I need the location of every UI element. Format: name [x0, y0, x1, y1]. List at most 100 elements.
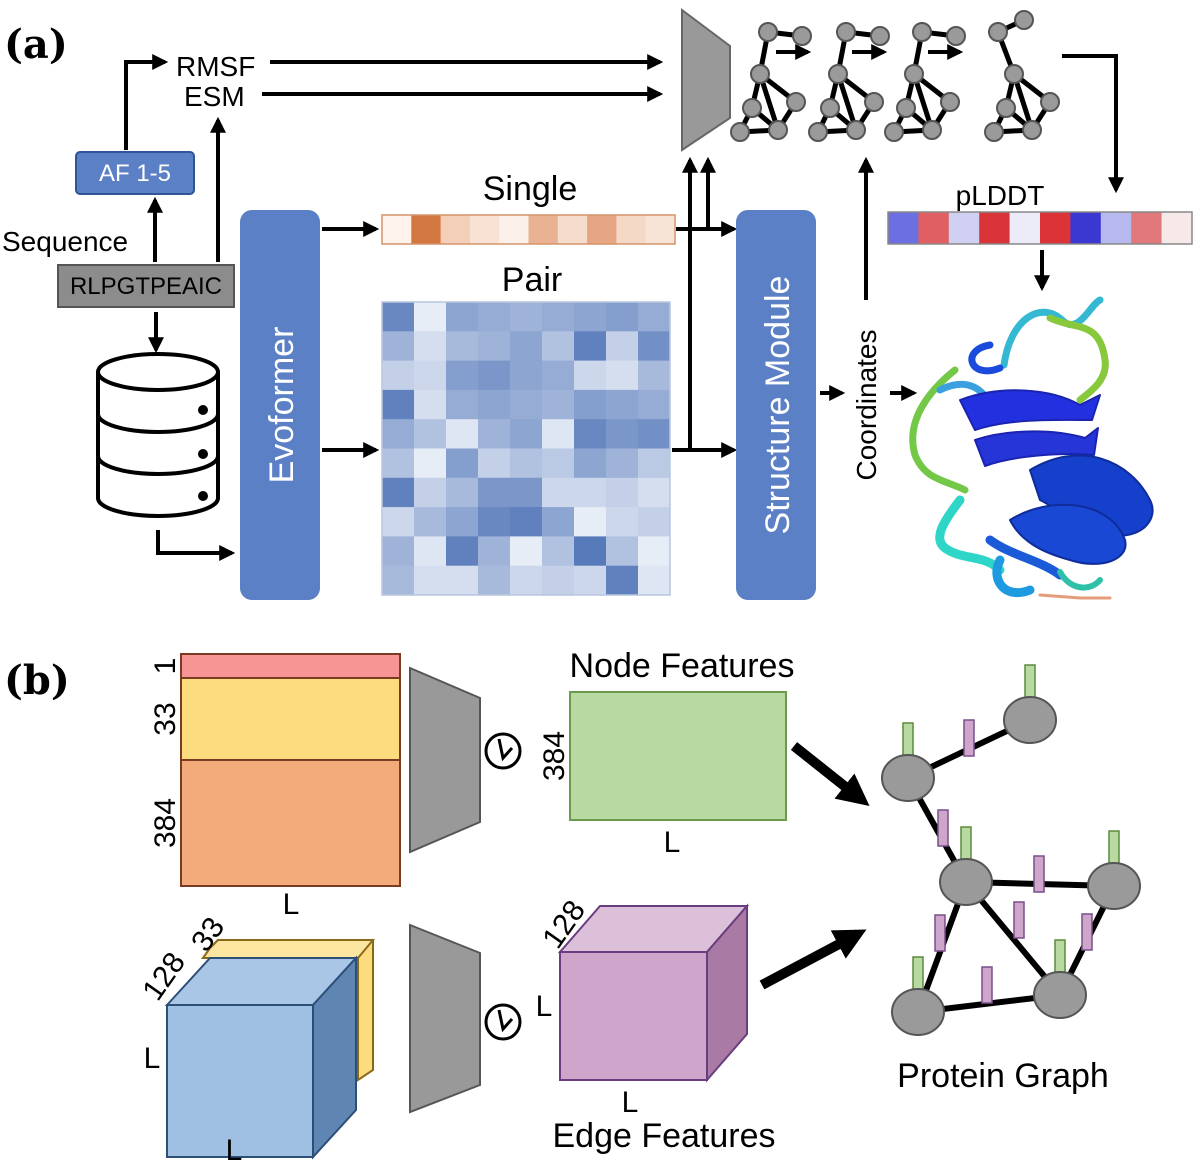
pair-cell: [542, 360, 575, 391]
pair-cell: [414, 477, 447, 508]
plddt-cell: [948, 212, 980, 244]
pair-matrix: [382, 302, 671, 596]
pair-cell: [478, 389, 511, 420]
single-cell: [469, 215, 500, 244]
stack-dim-1: 1: [149, 658, 182, 675]
pair-cell: [638, 536, 671, 567]
graph-node: [864, 92, 884, 112]
pair-cell: [446, 477, 479, 508]
pair-cell: [510, 448, 543, 479]
pair-cell: [510, 331, 543, 362]
edge-feature-bar: [981, 966, 993, 1004]
pair-cell: [382, 565, 415, 596]
single-cell: [557, 215, 588, 244]
plddt-cell: [1009, 212, 1041, 244]
gnn-encoder-a: [681, 8, 731, 152]
plddt-cell: [1040, 212, 1071, 244]
graph-node: [730, 122, 750, 142]
arrow-graph-to-plddt: [1062, 54, 1124, 194]
protein-structure-image: [909, 296, 1154, 600]
sequence-box: [57, 264, 235, 308]
clock-icon-edge: [484, 1003, 522, 1041]
pair-cell: [382, 507, 415, 537]
pair-cell: [638, 448, 671, 479]
pair-cell: [510, 389, 543, 420]
pair-cell: [382, 360, 415, 391]
rmsf-label: RMSF: [176, 51, 255, 82]
arrow-node-to-graph: [790, 742, 870, 806]
pair-cell: [478, 565, 511, 596]
panel-a-label: (a): [4, 21, 68, 68]
pair-cell: [638, 360, 671, 391]
single-label: Single: [483, 170, 578, 208]
pair-cell: [382, 448, 415, 479]
pair-cell: [574, 477, 607, 508]
pair-cell: [382, 331, 415, 362]
pair-cell: [446, 360, 479, 391]
sequence-label: Sequence: [2, 226, 128, 257]
af-text: AF 1-5: [99, 160, 171, 187]
pair-cell: [542, 389, 575, 420]
pair-cell: [510, 507, 543, 537]
pair-cell: [542, 507, 575, 537]
pair-cell: [606, 360, 639, 391]
pair-cell: [638, 419, 671, 449]
graph-node: [1004, 64, 1024, 84]
protein-graph-node: [1087, 862, 1141, 910]
pair-cell: [446, 302, 479, 332]
single-cell: [499, 215, 529, 244]
esm-label: ESM: [184, 81, 245, 112]
plddt-bar-border: [887, 211, 1193, 245]
pair-cell: [414, 507, 447, 537]
edge-feature-bar: [934, 914, 946, 952]
plddt-cell: [1161, 212, 1193, 244]
pair-cell: [414, 536, 447, 567]
single-bar-border: [381, 214, 676, 245]
sequence-text: RLPGTPEAIC: [70, 273, 222, 300]
pair-cell: [542, 565, 575, 596]
pair-cell: [574, 536, 607, 567]
stack-width-label: L: [283, 888, 300, 921]
node-encoder: [409, 666, 481, 854]
graph-node: [988, 22, 1008, 42]
pair-cell: [414, 360, 447, 391]
stack-layer-384: [180, 759, 401, 887]
node-dim-label: 384: [538, 731, 571, 781]
pair-cell: [414, 389, 447, 420]
arrow-edge-to-graph: [759, 929, 867, 990]
pair-cell: [414, 448, 447, 479]
graph-node: [984, 122, 1004, 142]
edge-feature-bar: [1013, 901, 1025, 939]
protein-graph-node: [891, 988, 945, 1036]
edge-feature-bar: [963, 719, 975, 757]
node-width-label: L: [664, 826, 681, 859]
pair-cell: [414, 302, 447, 332]
pair-cell: [446, 389, 479, 420]
pair-cell: [510, 565, 543, 596]
edge-bottom-label: L: [622, 1086, 639, 1119]
single-cell: [382, 215, 412, 244]
single-cell: [528, 215, 559, 244]
pair-label: Pair: [502, 261, 562, 299]
graph-node: [792, 26, 812, 46]
pair-cell: [414, 331, 447, 362]
graph-sequence: [730, 10, 1060, 142]
edge-encoder: [409, 923, 481, 1114]
graph-node: [1014, 10, 1034, 30]
graph-node: [742, 98, 762, 118]
pair-cell: [638, 389, 671, 420]
pair-cell: [542, 448, 575, 479]
edge-feature-bar: [1081, 913, 1093, 951]
stack-layer-1: [180, 653, 401, 679]
pair-cell: [606, 507, 639, 537]
single-cell: [440, 215, 471, 244]
stack-dim-33: 33: [149, 702, 182, 735]
pair-cell: [606, 565, 639, 596]
pair-cell: [542, 536, 575, 567]
graph-node: [884, 122, 904, 142]
node-features-box: [569, 691, 787, 821]
pair-cell: [510, 477, 543, 508]
pair-cell: [510, 360, 543, 391]
pair-cell: [542, 477, 575, 508]
